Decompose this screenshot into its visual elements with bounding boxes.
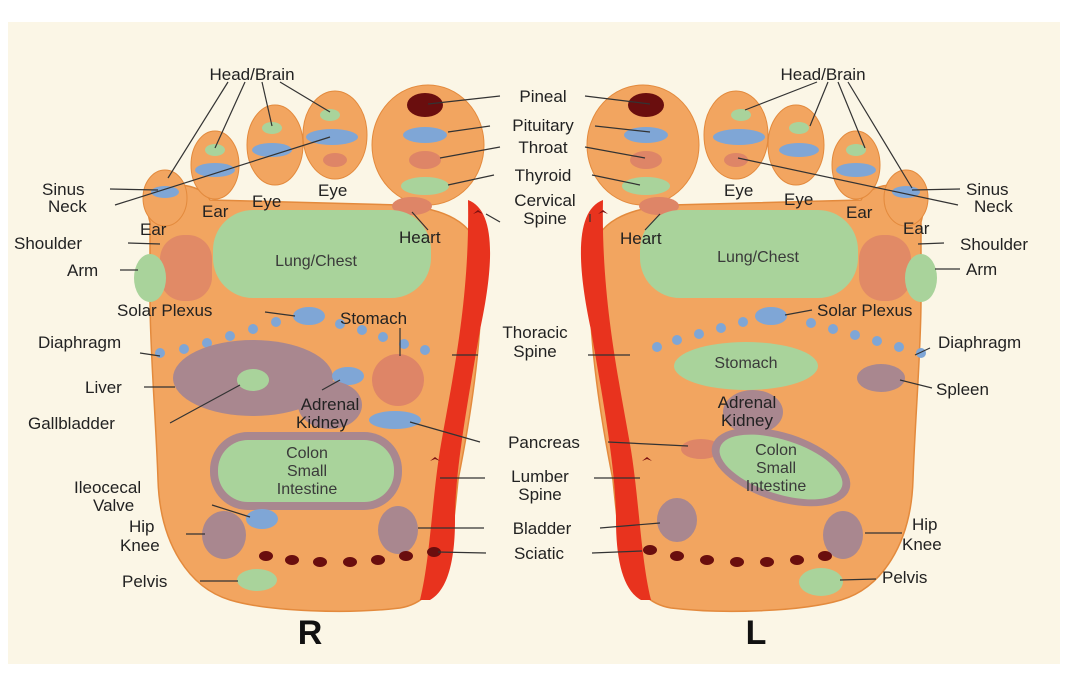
right-label-kidney: Kidney — [296, 413, 348, 432]
right-eye-zone — [323, 153, 347, 167]
right-foot-letter: R — [298, 614, 323, 652]
label-lumber: Lumber — [511, 467, 569, 486]
left-throat-zone — [630, 151, 662, 169]
label-lumber-spine: Spine — [518, 485, 561, 504]
right-ileocecal-zone — [246, 509, 278, 529]
left-label-arm: Arm — [966, 260, 997, 279]
left-label-hip: Hip — [912, 515, 938, 534]
right-label-small: Small — [287, 463, 327, 480]
left-label-heart: Heart — [620, 229, 662, 248]
right-label-heart: Heart — [399, 228, 441, 247]
right-bladder-zone — [378, 506, 418, 554]
left-spleen-zone — [857, 364, 905, 392]
label-cervical: Cervical — [514, 191, 575, 210]
right-throat-zone — [409, 151, 441, 169]
label-pituitary: Pituitary — [512, 116, 574, 135]
left-sinus-zone-1 — [836, 163, 876, 177]
left-label-eye-1: Eye — [724, 181, 753, 200]
right-label-gallbladder: Gallbladder — [28, 414, 115, 433]
left-sinus-zone-2 — [779, 143, 819, 157]
right-label-ear-side: Ear — [140, 220, 167, 239]
left-label-small: Small — [756, 460, 796, 477]
label-thyroid: Thyroid — [515, 166, 572, 185]
right-label-liver: Liver — [85, 378, 122, 397]
right-pancreas-zone — [369, 411, 421, 429]
right-label-knee: Knee — [120, 536, 160, 555]
right-gallbladder-zone — [237, 369, 269, 391]
label-sciatic: Sciatic — [514, 544, 565, 563]
left-label-pelvis: Pelvis — [882, 568, 927, 587]
right-label-valve: Valve — [93, 496, 134, 515]
left-hip-zone — [823, 511, 863, 559]
label-cervical-spine: Spine — [523, 209, 566, 228]
right-label-eye-2: Eye — [318, 181, 347, 200]
left-label-knee: Knee — [902, 535, 942, 554]
right-label-arm: Arm — [67, 261, 98, 280]
left-label-solar-plexus: Solar Plexus — [817, 301, 912, 320]
left-foot-letter: L — [746, 614, 767, 652]
label-pineal: Pineal — [519, 87, 566, 106]
left-shoulder-zone — [859, 235, 911, 301]
left-pineal-zone — [628, 93, 664, 117]
left-head-zone-3 — [731, 109, 751, 121]
right-label-stomach: Stomach — [340, 309, 407, 328]
right-label-head-brain: Head/Brain — [209, 65, 294, 84]
label-throat: Throat — [518, 138, 567, 157]
left-solar-plexus-zone — [755, 307, 787, 325]
left-eye-zone — [724, 153, 748, 167]
label-bladder: Bladder — [513, 519, 572, 538]
left-label-stomach: Stomach — [714, 355, 777, 372]
left-label-spleen: Spleen — [936, 380, 989, 399]
right-head-zone-1 — [205, 144, 225, 156]
right-label-lung-chest: Lung/Chest — [275, 253, 357, 270]
right-solar-plexus-zone — [293, 307, 325, 325]
right-arm-zone — [134, 254, 166, 302]
right-pineal-zone — [407, 93, 443, 117]
left-sinus-zone-3 — [713, 129, 765, 145]
right-hip-zone — [202, 511, 246, 559]
right-sinus-zone-1 — [195, 163, 235, 177]
label-pancreas: Pancreas — [508, 433, 580, 452]
left-arm-zone — [905, 254, 937, 302]
right-pelvis-zone — [237, 569, 277, 591]
left-thyroid-zone — [622, 177, 670, 195]
left-label-neck: Neck — [974, 197, 1013, 216]
right-label-adrenal: Adrenal — [301, 395, 360, 414]
left-label-ear-top: Ear — [846, 203, 873, 222]
left-label-intestine: Intestine — [746, 478, 807, 495]
left-label-shoulder: Shoulder — [960, 235, 1028, 254]
right-label-colon: Colon — [286, 445, 328, 462]
right-label-ileocecal: Ileocecal — [74, 478, 141, 497]
right-pituitary-zone — [403, 127, 447, 143]
left-bladder-zone — [657, 498, 697, 542]
right-head-zone-3 — [320, 109, 340, 121]
right-label-pelvis: Pelvis — [122, 572, 167, 591]
right-stomach-zone — [372, 354, 424, 406]
right-label-eye-1: Eye — [252, 192, 281, 211]
left-label-head-brain: Head/Brain — [780, 65, 865, 84]
left-head-zone-2 — [789, 122, 809, 134]
right-label-shoulder: Shoulder — [14, 234, 82, 253]
label-thoracic: Thoracic — [502, 323, 568, 342]
left-label-lung-chest: Lung/Chest — [717, 249, 799, 266]
right-label-solar-plexus: Solar Plexus — [117, 301, 212, 320]
right-label-intestine: Intestine — [277, 481, 338, 498]
left-label-adrenal: Adrenal — [718, 393, 777, 412]
left-label-eye-2: Eye — [784, 190, 813, 209]
left-label-diaphragm: Diaphragm — [938, 333, 1021, 352]
label-thoracic-spine: Spine — [513, 342, 556, 361]
left-head-zone-1 — [846, 144, 866, 156]
right-label-hip: Hip — [129, 517, 155, 536]
left-label-kidney: Kidney — [721, 411, 773, 430]
right-label-diaphragm: Diaphragm — [38, 333, 121, 352]
right-thyroid-zone — [401, 177, 449, 195]
right-label-neck: Neck — [48, 197, 87, 216]
left-pelvis-zone — [799, 568, 843, 596]
right-shoulder-zone — [160, 235, 212, 301]
left-label-ear-side: Ear — [903, 219, 930, 238]
left-label-colon: Colon — [755, 442, 797, 459]
right-label-ear-top: Ear — [202, 202, 229, 221]
